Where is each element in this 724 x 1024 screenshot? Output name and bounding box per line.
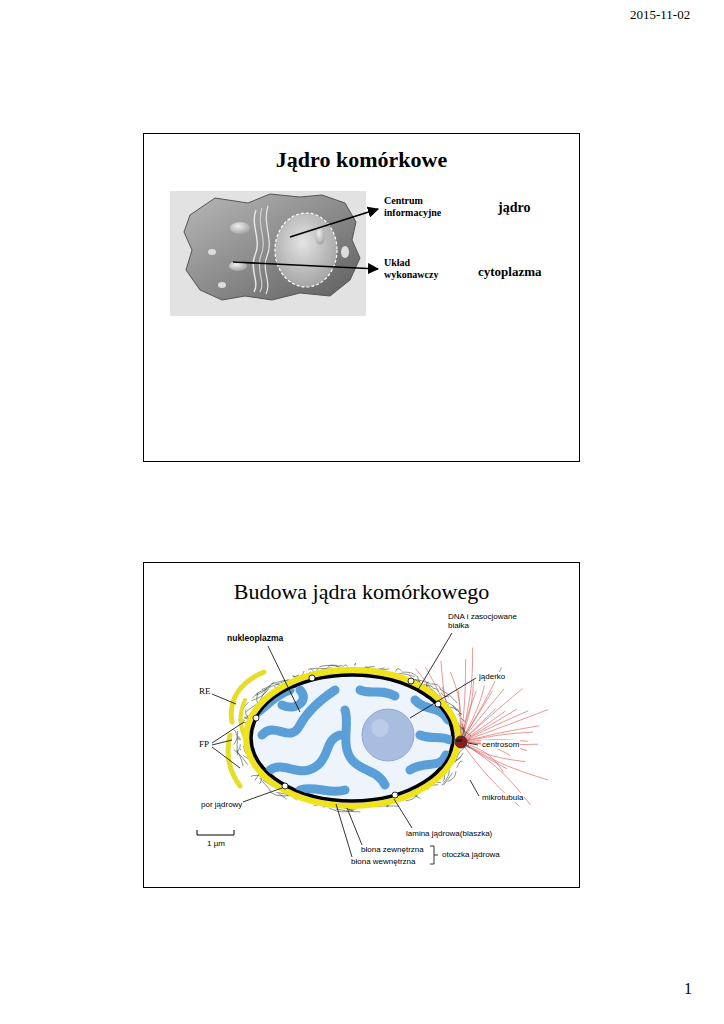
filament-line — [458, 714, 461, 716]
part-name: cytoplazma — [478, 265, 542, 280]
page-number: 1 — [684, 980, 692, 998]
filament-line — [337, 665, 343, 666]
nucleolus-detail — [371, 719, 389, 737]
microtubule-line — [461, 742, 531, 805]
slide-frame: Jądro komórkowe — [143, 133, 580, 462]
nucleolus-shape — [362, 709, 414, 761]
organelle — [208, 249, 216, 255]
filament-line — [354, 663, 355, 665]
part-label: nukleoplazma — [226, 634, 284, 644]
cell-picture — [170, 191, 366, 316]
microtubule-line — [461, 689, 523, 742]
pointer-arrow — [290, 209, 378, 237]
part-label: błona zewnętrzna — [360, 845, 425, 854]
inner-membrane — [251, 675, 453, 801]
part-name: jądro — [498, 200, 530, 216]
part-label: DNA i zasocjowane białka — [447, 612, 525, 630]
er-line — [259, 208, 263, 292]
nucleus-picture — [228, 648, 548, 812]
organelle — [230, 222, 250, 234]
filament-line — [238, 736, 240, 740]
filament-line — [262, 683, 273, 690]
filament-line — [441, 692, 449, 696]
pointer-arrow — [233, 262, 378, 269]
part-label: por jądrowy — [200, 800, 243, 809]
centrosome-shape — [455, 736, 467, 748]
filament-mesh — [234, 663, 471, 812]
organelle — [315, 227, 325, 245]
filament-line — [239, 749, 241, 750]
picture-ground — [170, 191, 366, 316]
organelle — [341, 246, 349, 258]
part-label: centrosom — [481, 740, 520, 749]
microtubule-line — [461, 711, 505, 742]
part-label: jąderko — [478, 672, 506, 681]
filament-line — [461, 728, 471, 736]
outer-membrane — [246, 670, 458, 806]
callout-text: Układ wykonawczy — [384, 257, 464, 280]
organelle — [218, 282, 226, 288]
er-line — [253, 210, 257, 292]
callout-text: Centrum informacyjne — [384, 195, 464, 218]
part-label: FP — [198, 739, 210, 749]
filament-line — [457, 761, 463, 768]
filament-line — [234, 731, 238, 744]
part-label: otoczka jądrowa — [441, 850, 501, 859]
part-label: błona wewnętrzna — [350, 857, 416, 866]
date-text: 2015-11-02 — [630, 8, 690, 23]
microtubule-line — [461, 685, 484, 742]
chromatin — [258, 690, 450, 791]
microtubule-line — [461, 709, 517, 742]
part-label: mikrotubula — [481, 793, 524, 802]
filament-line — [396, 669, 402, 672]
filament-line — [237, 738, 239, 755]
cell-outline — [184, 194, 360, 300]
er-line — [265, 206, 269, 294]
part-label: RE — [198, 686, 212, 696]
slide-title: Budowa jądra komórkowego — [144, 579, 579, 605]
part-label: lamina jądrowa(blaszka) — [405, 829, 493, 838]
scale-bar — [197, 830, 234, 835]
filament-line — [461, 718, 465, 721]
slide-title: Jądro komórkowe — [144, 147, 579, 173]
microtubule-line — [461, 711, 528, 742]
filament-line — [327, 665, 337, 667]
nuclear-pores — [253, 675, 441, 798]
centriole — [456, 739, 462, 742]
microtubule-line — [461, 710, 548, 742]
scale-label: 1 µm — [206, 839, 226, 848]
nucleus-shape — [275, 213, 337, 287]
